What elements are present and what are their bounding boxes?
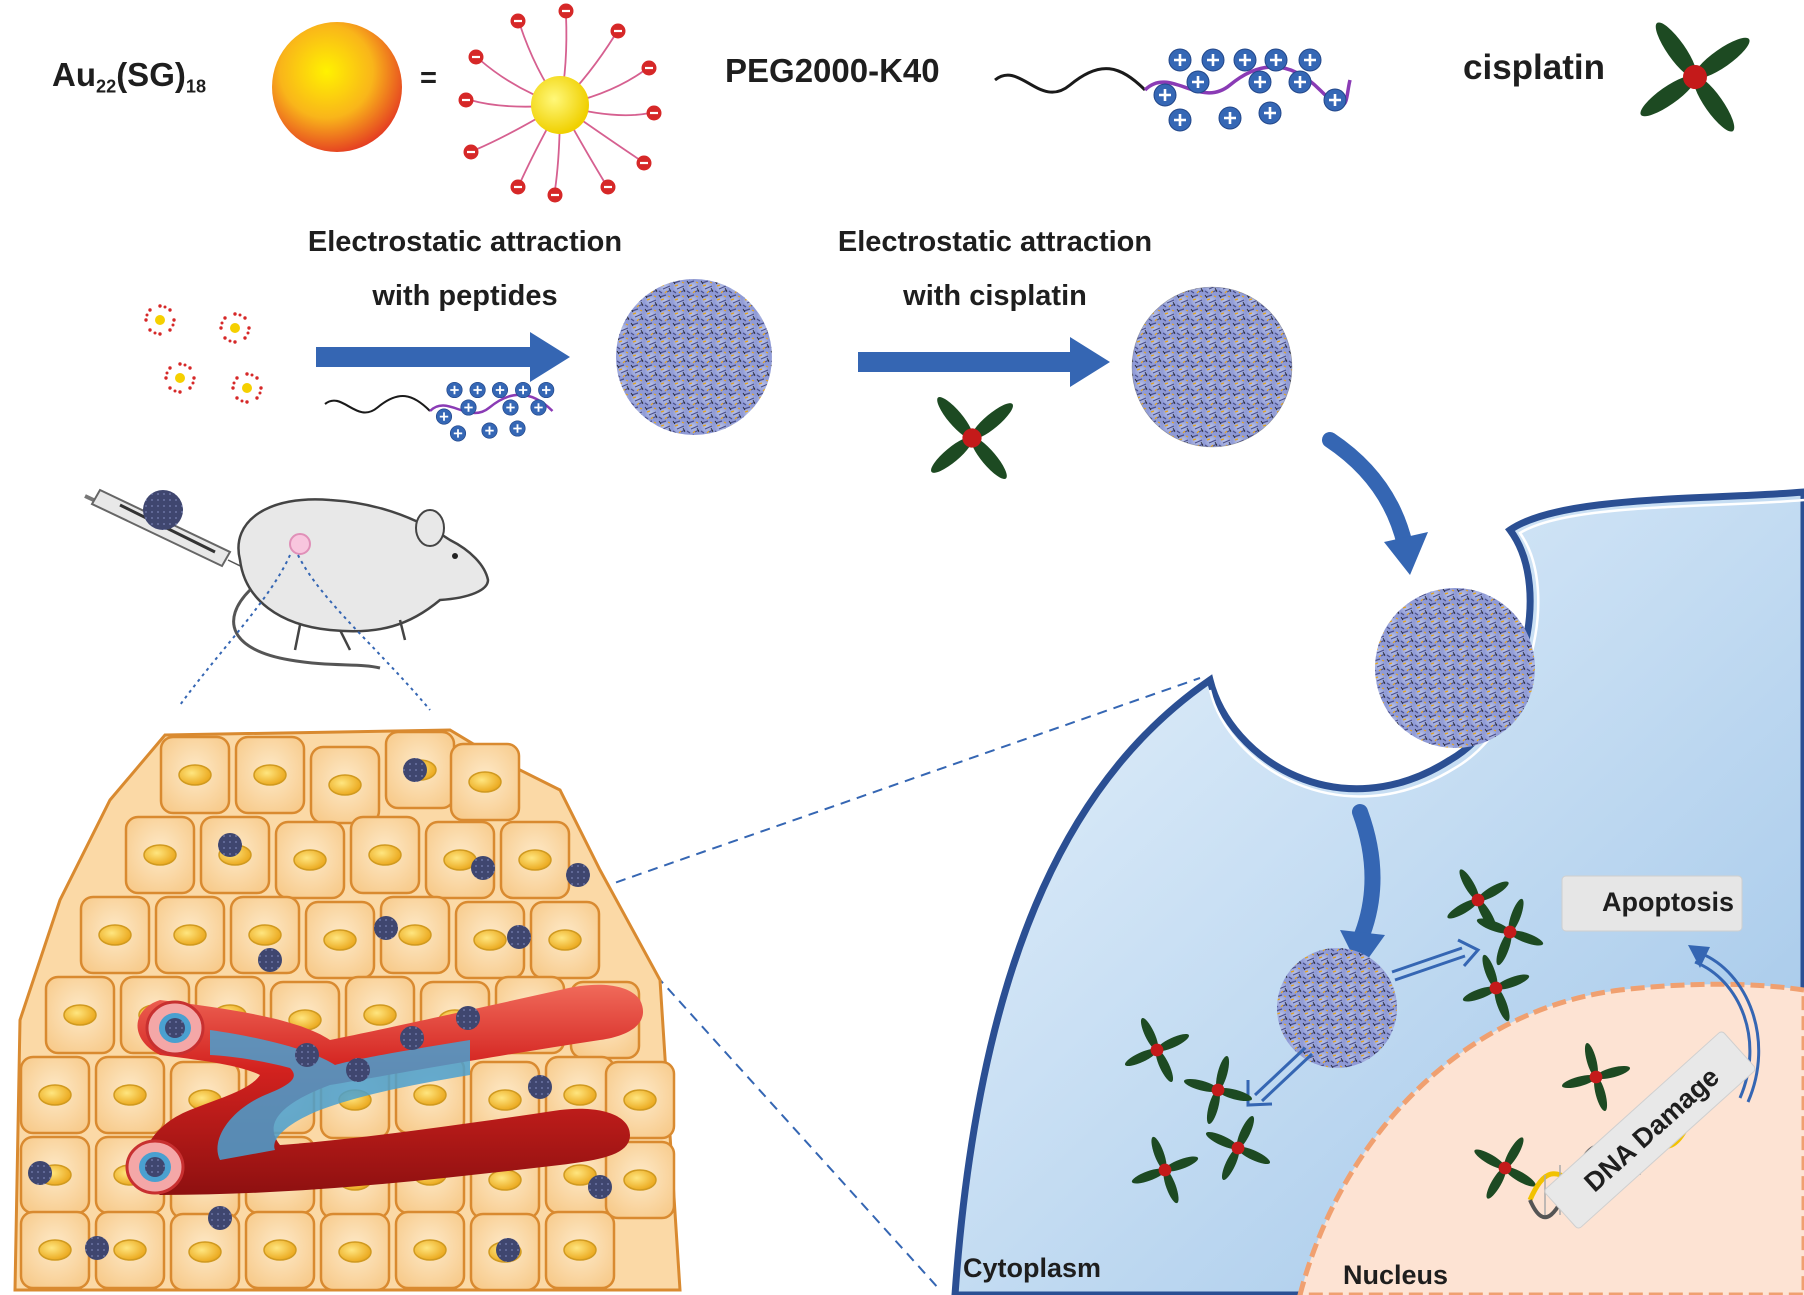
gold-sphere-icon [272, 22, 402, 152]
cisplatin-label: cisplatin [1463, 48, 1605, 87]
step1-label: Electrostatic attraction with peptides [307, 226, 623, 312]
peg-label: PEG2000-K40 [725, 52, 940, 89]
cytoplasm-label: Cytoplasm [963, 1253, 1102, 1283]
step2-arrow [858, 337, 1110, 387]
equals-sign: = [420, 62, 437, 94]
tissue-nanoparticles [28, 758, 612, 1262]
step1-arrow [316, 332, 570, 382]
dna-damage-banner [1544, 1031, 1756, 1229]
apoptosis-box [1561, 875, 1743, 932]
nanoparticle-icon [143, 490, 183, 530]
cisplatin-icon [897, 363, 1047, 513]
step2-label: Electrostatic attraction with cisplatin [837, 226, 1153, 312]
cisplatin-icon [1603, 0, 1787, 169]
nanoparticle-icon [1375, 588, 1535, 748]
mouse-icon [232, 498, 490, 670]
peptide-chain-icon [994, 47, 1352, 133]
au-cluster-label: Au22(SG)18 [52, 56, 207, 97]
curved-arrow-1 [1322, 432, 1413, 553]
nucleus [1297, 981, 1804, 1295]
nanoparticle-icon [616, 279, 772, 435]
nanoparticle-icon [1131, 286, 1293, 448]
peptide-chain-icon [324, 381, 555, 443]
nucleus-label: Nucleus [1343, 1260, 1449, 1290]
ligand-cluster-icon [457, 2, 663, 204]
gold-clusters-icon [144, 304, 263, 404]
apoptosis-label: Apoptosis [1602, 887, 1734, 917]
release-arrows [1246, 938, 1481, 1107]
curved-arrow-2 [1352, 804, 1381, 948]
nanoparticle-icon [1277, 948, 1397, 1068]
